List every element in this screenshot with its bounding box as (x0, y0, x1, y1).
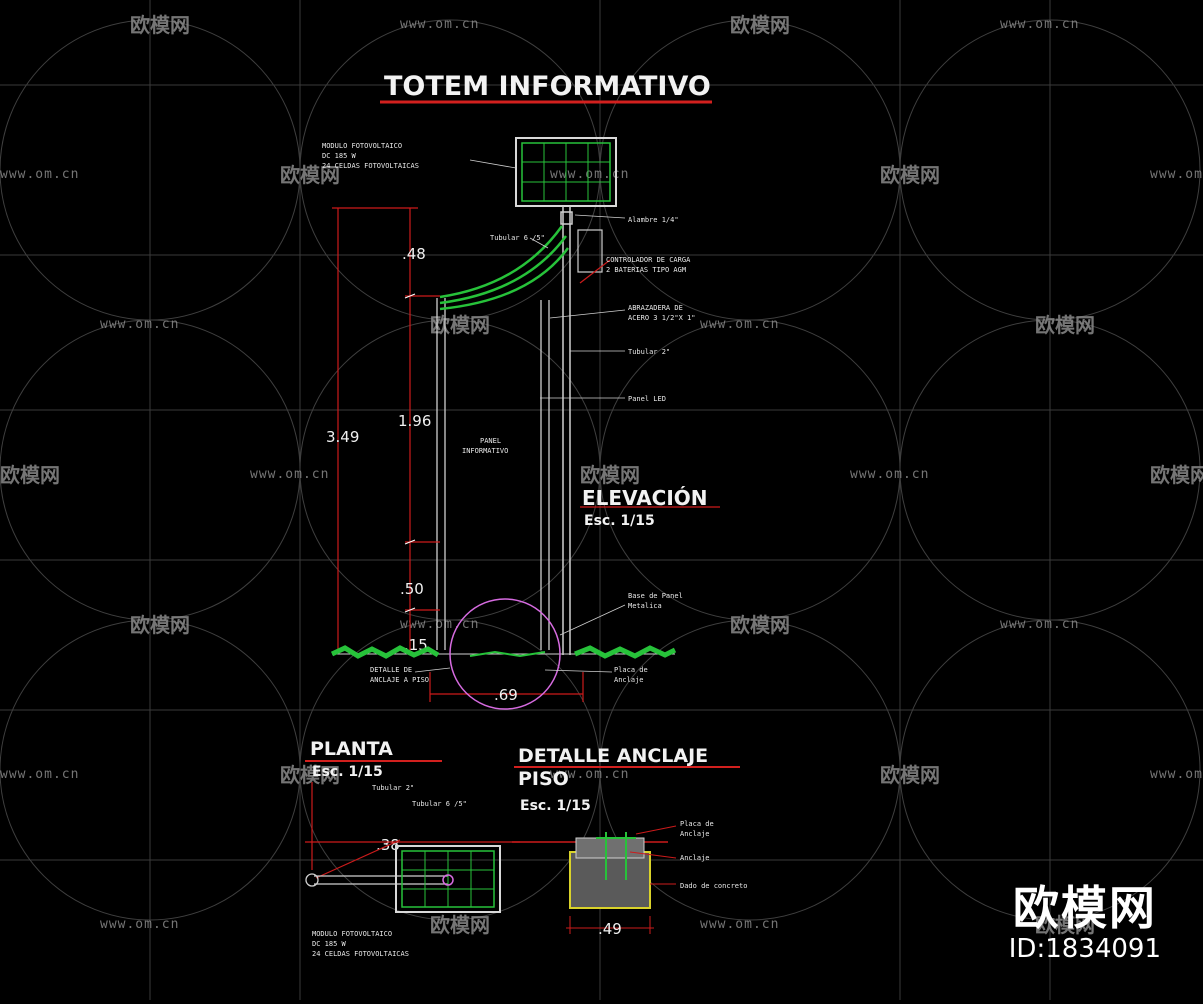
detail-dimension: .49 (598, 920, 622, 938)
watermark-url: www.om.cn (700, 917, 779, 932)
charge-controller (577, 229, 603, 273)
watermark-url: www.om.cn (700, 317, 779, 332)
panel-text-line-2: INFORMATIVO (462, 447, 508, 455)
brand-id: ID:1834091 (1008, 934, 1161, 964)
detail-label-placa-1: Placa de (680, 820, 714, 828)
label-alambre: Alambre 1/4" (628, 216, 679, 224)
dimension-d1: .48 (402, 245, 426, 263)
detail-title-line-2: PISO (518, 768, 569, 790)
curved-tube (439, 225, 570, 311)
dimension-lines (332, 207, 720, 702)
watermark-url: www.om.cn (850, 467, 929, 482)
concrete-block (569, 832, 651, 909)
pole (560, 206, 573, 655)
detail-leaders (566, 825, 677, 934)
plan-module (395, 845, 501, 913)
label-module-1: MODULO FOTOVOLTAICO (322, 142, 402, 150)
info-panel (436, 298, 550, 650)
watermark-url: www.om.cn (1150, 167, 1203, 182)
watermark-url: www.om.cn (550, 767, 629, 782)
watermark-brand: 欧模网 (130, 13, 190, 37)
dimension-base: .69 (494, 686, 518, 704)
plan-label-tubular-2: Tubular 2" (372, 784, 414, 792)
plan-view: PLANTA Esc. 1/15 Tubular 2" Tubular 6 /5… (305, 738, 520, 958)
label-base-panel-1: Base de Panel (628, 592, 683, 600)
label-abrazadera-2: ACERO 3 1/2"X 1" (628, 314, 695, 322)
elevation-view: PANEL INFORMATIVO 3.49 .48 1.96 .50 .15 … (322, 137, 720, 710)
watermark-url: www.om.cn (1150, 767, 1203, 782)
watermark-brand: 欧模网 (880, 763, 940, 787)
brand-logo: 欧模网 (1012, 881, 1157, 935)
label-module-3: 24 CELDAS FOTOVOLTAICAS (322, 162, 419, 170)
detail-scale: Esc. 1/15 (520, 798, 591, 814)
ground-line (330, 645, 677, 659)
label-placa-2: Anclaje (614, 676, 644, 684)
elevation-title: ELEVACIÓN (582, 486, 708, 510)
label-abrazadera-1: ABRAZADERA DE (628, 304, 683, 312)
watermark-brand: 欧模网 (430, 313, 490, 337)
watermark-url: www.om.cn (100, 317, 179, 332)
label-placa-1: Placa de (614, 666, 648, 674)
watermark-url: www.om.cn (100, 917, 179, 932)
dimension-total: 3.49 (326, 428, 359, 446)
label-module-2: DC 185 W (322, 152, 357, 160)
label-detalle-piso-1: DETALLE DE (370, 666, 412, 674)
plan-label-tubular-6: Tubular 6 /5" (412, 800, 467, 808)
brand-watermark: 欧模网 ID:1834091 (1009, 882, 1161, 964)
anchor-detail-view: DETALLE ANCLAJE PISO Esc. 1/15 Placa de … (512, 745, 747, 938)
detail-title-line-1: DETALLE ANCLAJE (518, 745, 708, 767)
watermark-url: www.om.cn (1000, 17, 1079, 32)
watermark-url: www.om.cn (1000, 617, 1079, 632)
watermark-url: www.om.cn (0, 767, 79, 782)
elevation-scale: Esc. 1/15 (584, 513, 655, 529)
watermark-brand: 欧模网 (730, 613, 790, 637)
detail-circle (449, 598, 561, 710)
solar-module (515, 137, 617, 207)
watermark-brand: 欧模网 (0, 463, 60, 487)
watermark-brand: 欧模网 (730, 13, 790, 37)
watermark-brand: 欧模网 (130, 613, 190, 637)
plan-label-module-3: 24 CELDAS FOTOVOLTAICAS (312, 950, 409, 958)
label-base-panel-2: Metalica (628, 602, 662, 610)
background-circles (0, 19, 1201, 921)
watermark-brand: 欧模网 (1150, 463, 1203, 487)
watermark-brand: 欧模网 (1035, 913, 1095, 937)
label-detalle-piso-2: ANCLAJE A PISO (370, 676, 429, 684)
drawing-title: TOTEM INFORMATIVO (380, 71, 712, 104)
detail-label-dado: Dado de concreto (680, 882, 747, 890)
watermark-brand: 欧模网 (280, 763, 340, 787)
leader-lines (414, 159, 626, 673)
plan-label-module-2: DC 185 W (312, 940, 347, 948)
label-tubular-2: Tubular 2" (628, 348, 670, 356)
watermark-brand: 欧模网 (1035, 313, 1095, 337)
watermark-brand: 欧模网 (580, 463, 640, 487)
label-controlador-2: 2 BATERIAS TIPO AGM (606, 266, 686, 274)
panel-text-line-1: PANEL (480, 437, 501, 445)
detail-label-placa-2: Anclaje (680, 830, 710, 838)
detail-label-anclaje: Anclaje (680, 854, 710, 862)
dimension-d2: 1.96 (398, 412, 431, 430)
watermark-url: www.om.cn (250, 467, 329, 482)
dimension-ticks (404, 293, 416, 613)
plan-label-module-1: MODULO FOTOVOLTAICO (312, 930, 392, 938)
plan-title: PLANTA (310, 738, 393, 760)
plan-red-lines (305, 782, 520, 879)
plan-tube (305, 873, 448, 887)
plan-scale: Esc. 1/15 (312, 764, 383, 780)
watermark-url: www.om.cn (400, 17, 479, 32)
label-controlador-1: CONTROLADOR DE CARGA (606, 256, 691, 264)
watermark-brand: 欧模网 (280, 163, 340, 187)
watermarks: 欧模网 www.om.cn 欧模网 www.om.cn www.om.cn 欧模… (0, 13, 1203, 937)
label-tubular-top: Tubular 6 /5" (490, 234, 545, 242)
watermark-brand: 欧模网 (880, 163, 940, 187)
label-panel-led: Panel LED (628, 395, 666, 403)
title-text: TOTEM INFORMATIVO (384, 71, 711, 102)
watermark-url: www.om.cn (0, 167, 79, 182)
dimension-d3: .50 (400, 580, 424, 598)
watermark-url: www.om.cn (550, 167, 629, 182)
watermark-brand: 欧模网 (430, 913, 490, 937)
watermark-url: www.om.cn (400, 617, 479, 632)
